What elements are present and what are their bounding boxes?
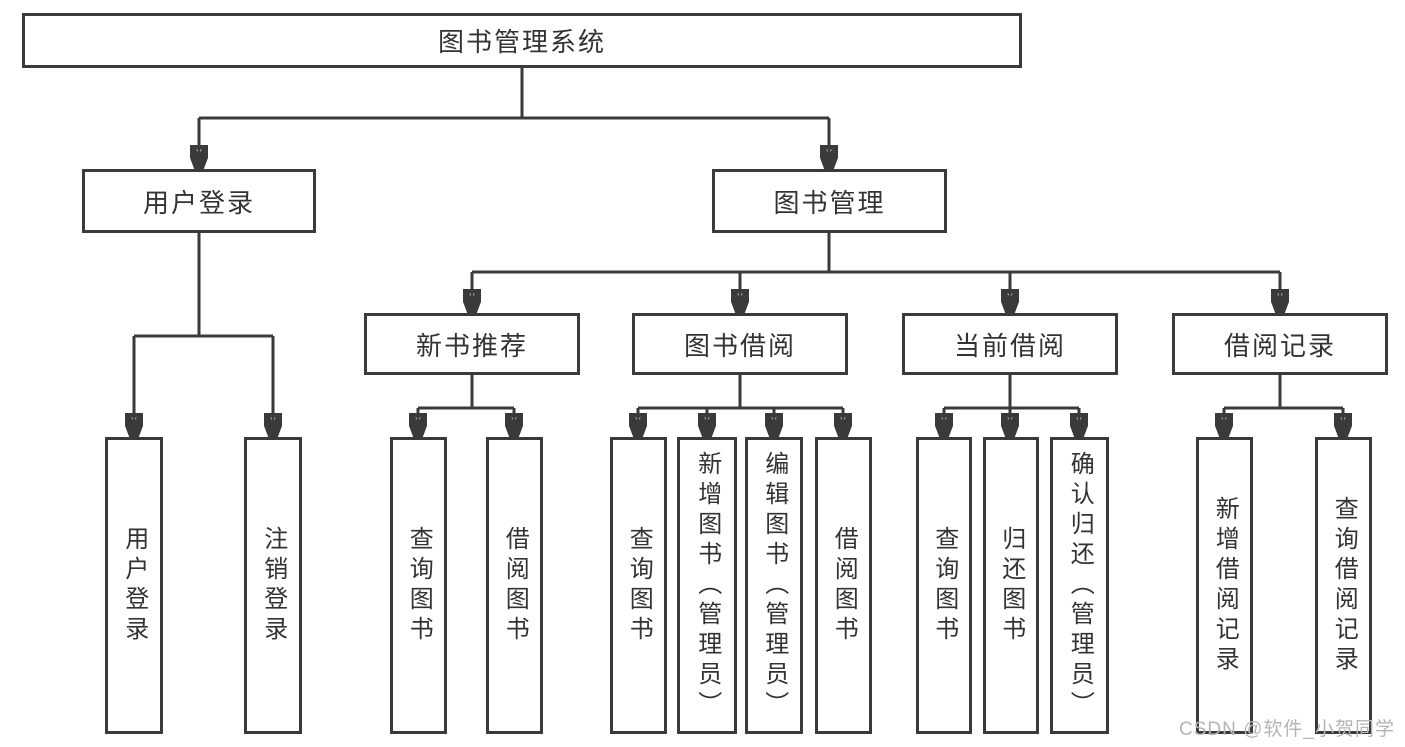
node-current-borrow: 当前借阅 [902,313,1118,375]
node-book-management: 图书管理 [712,169,947,233]
leaf-user-login-label: 用户登录 [120,525,148,646]
node-borrow-records: 借阅记录 [1172,313,1388,375]
leaf-cb-confirm-return-admin: 确认归还（管理员） [1050,437,1109,734]
node-borrow-records-label: 借阅记录 [1223,330,1336,361]
node-user-login: 用户登录 [82,169,316,233]
leaf-br-query-record: 查询借阅记录 [1315,437,1372,734]
leaf-bb-borrow-book: 借阅图书 [815,437,872,734]
leaf-cb-confirm-return-admin-label: 确认归还（管理员） [1066,450,1094,721]
leaf-bb-query-book: 查询图书 [610,437,667,734]
leaf-bb-add-book-admin-label: 新增图书（管理员） [693,450,721,721]
leaf-bb-query-book-label: 查询图书 [625,525,653,646]
leaf-nb-borrow-book-label: 借阅图书 [501,525,529,646]
leaf-br-add-record-label: 新增借阅记录 [1211,495,1239,676]
node-new-book-recommend: 新书推荐 [364,313,580,375]
leaf-cb-return-book: 归还图书 [983,437,1039,734]
leaf-bb-borrow-book-label: 借阅图书 [830,525,858,646]
leaf-br-query-record-label: 查询借阅记录 [1330,495,1358,676]
leaf-br-add-record: 新增借阅记录 [1196,437,1253,734]
leaf-nb-query-book-label: 查询图书 [405,525,433,646]
node-book-borrow-label: 图书借阅 [683,330,796,361]
leaf-nb-borrow-book: 借阅图书 [486,437,543,734]
leaf-bb-add-book-admin: 新增图书（管理员） [677,437,737,734]
node-user-login-label: 用户登录 [142,187,255,218]
leaf-cb-query-book-label: 查询图书 [930,525,958,646]
node-library-system: 图书管理系统 [22,13,1022,68]
leaf-logout-label: 注销登录 [259,525,287,646]
leaf-nb-query-book: 查询图书 [390,437,447,734]
leaf-bb-edit-book-admin: 编辑图书（管理员） [745,437,803,734]
node-book-borrow: 图书借阅 [632,313,848,375]
node-new-book-recommend-label: 新书推荐 [415,330,528,361]
leaf-logout: 注销登录 [244,437,302,734]
node-book-management-label: 图书管理 [773,187,886,218]
leaf-user-login: 用户登录 [105,437,163,734]
leaf-cb-query-book: 查询图书 [916,437,972,734]
watermark-text: CSDN @软件_小贺同学 [1179,719,1395,740]
node-current-borrow-label: 当前借阅 [953,330,1066,361]
node-library-system-label: 图书管理系统 [437,27,606,57]
leaf-bb-edit-book-admin-label: 编辑图书（管理员） [760,450,788,721]
leaf-cb-return-book-label: 归还图书 [997,525,1025,646]
